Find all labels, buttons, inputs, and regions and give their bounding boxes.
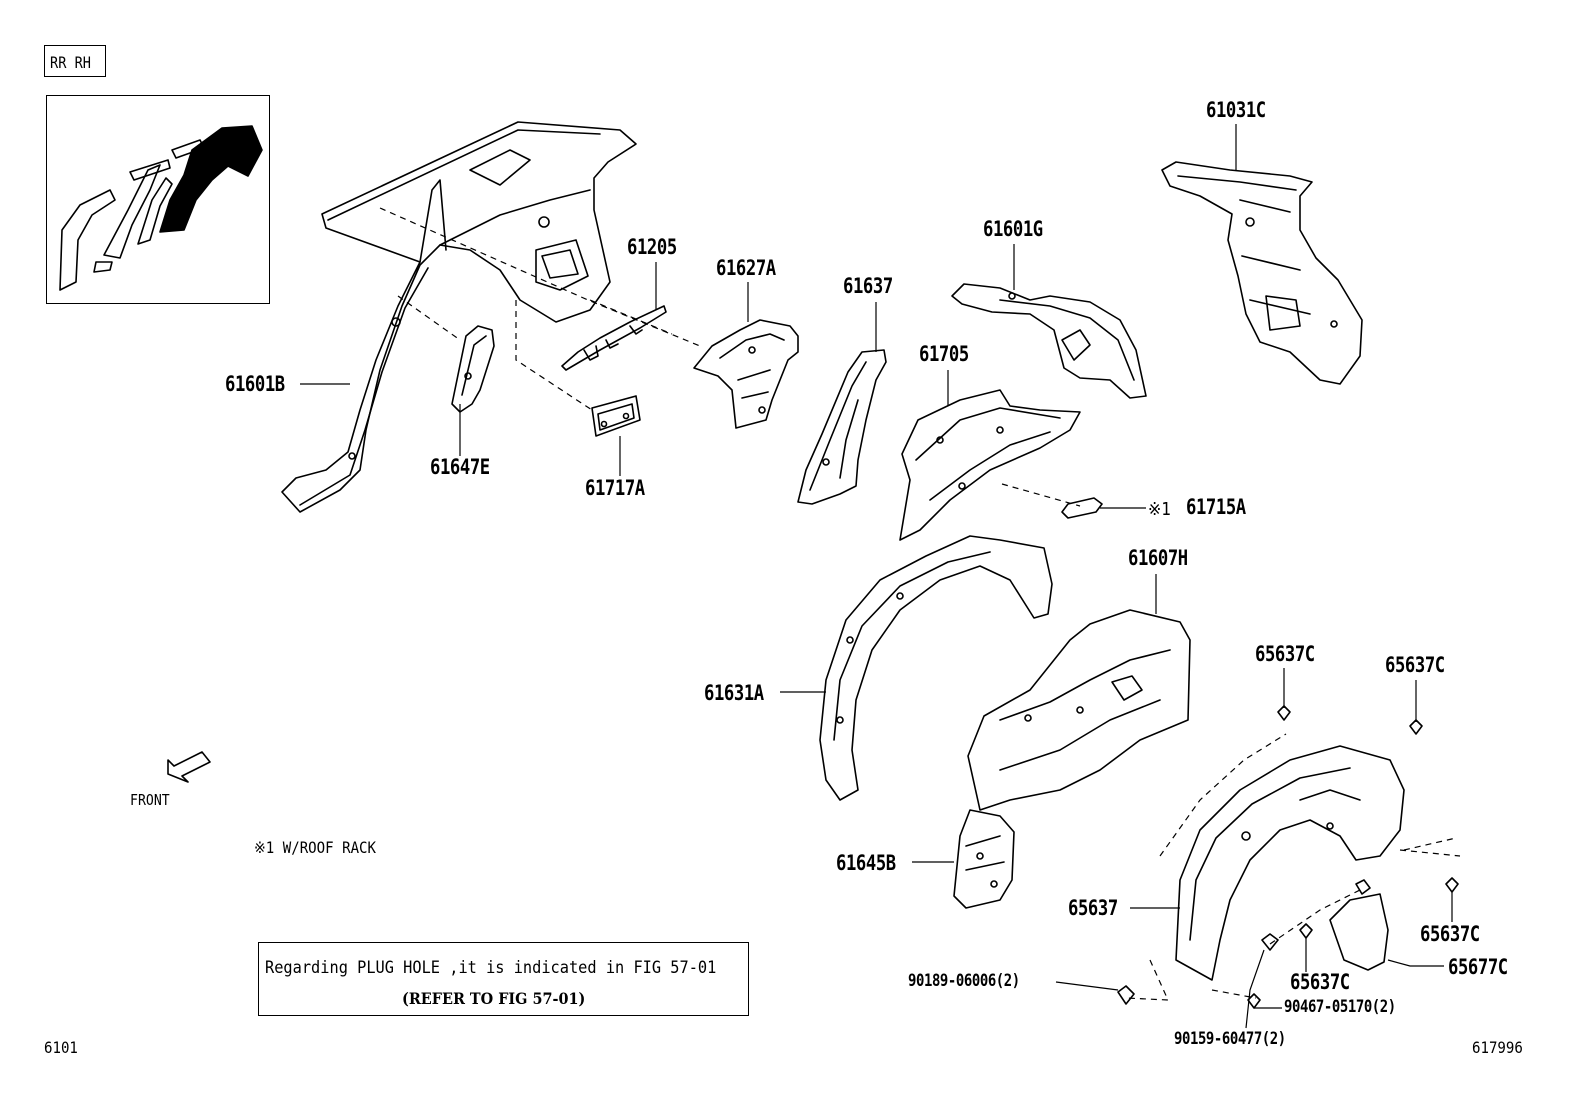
front-arrow-icon (167, 751, 211, 783)
label-65637C-c: 65637C (1420, 922, 1480, 946)
reference-note-line2: (REFER TO FIG 57-01) (402, 989, 586, 1008)
part-65677C (1329, 893, 1389, 971)
front-label: FRONT (130, 791, 170, 809)
footnote-roof-rack: ※1 W/ROOF RACK (254, 838, 377, 857)
leader-lines (300, 124, 1453, 1029)
label-61205: 61205 (627, 235, 677, 259)
label-61715A: 61715A (1186, 495, 1246, 519)
part-61717A (591, 395, 641, 437)
label-61601G: 61601G (983, 217, 1043, 241)
label-65637C-d: 65637C (1290, 970, 1350, 994)
label-65637: 65637 (1068, 896, 1118, 920)
part-61627A (693, 319, 799, 429)
part-61631A (819, 535, 1053, 801)
alignment-lines (379, 207, 1461, 1001)
part-61601B (281, 121, 637, 513)
part-61637 (797, 349, 887, 505)
figure-code-right: 617996 (1472, 1038, 1523, 1057)
section-label: RR RH (50, 53, 91, 72)
part-61645B (953, 809, 1015, 909)
label-65637C-b: 65637C (1385, 653, 1445, 677)
part-61031C (1161, 161, 1363, 385)
label-61627A: 61627A (716, 256, 776, 280)
part-65637 (1175, 745, 1405, 981)
label-65637C-a: 65637C (1255, 642, 1315, 666)
clip-fasteners (1117, 705, 1459, 1009)
label-61607H: 61607H (1128, 546, 1188, 570)
part-61607H (967, 609, 1191, 811)
part-61647E (451, 325, 495, 413)
inset-overview-box (46, 95, 270, 304)
label-61705: 61705 (919, 342, 969, 366)
label-90189-06006: 90189-06006(2) (908, 971, 1020, 991)
part-61601G (951, 283, 1147, 399)
label-61715A-mark: ※1 (1148, 499, 1171, 520)
section-label-box: RR RH (44, 45, 106, 77)
label-61717A: 61717A (585, 476, 645, 500)
inset-body-silhouette (59, 125, 263, 291)
label-61645B: 61645B (836, 851, 896, 875)
reference-note-line1: Regarding PLUG HOLE ,it is indicated in … (265, 958, 717, 978)
part-61715A (1061, 497, 1103, 519)
label-90159-60477: 90159-60477(2) (1174, 1029, 1286, 1049)
label-65677C: 65677C (1448, 955, 1508, 979)
label-61631A: 61631A (704, 681, 764, 705)
label-61031C: 61031C (1206, 98, 1266, 122)
part-61205 (561, 305, 667, 371)
label-61601B: 61601B (225, 372, 285, 396)
label-90467-05170: 90467-05170(2) (1284, 997, 1396, 1017)
reference-note-box: Regarding PLUG HOLE ,it is indicated in … (258, 942, 749, 1016)
label-61647E: 61647E (430, 455, 490, 479)
label-61637: 61637 (843, 274, 893, 298)
figure-code-left: 6101 (44, 1038, 78, 1057)
part-61705 (899, 389, 1081, 541)
